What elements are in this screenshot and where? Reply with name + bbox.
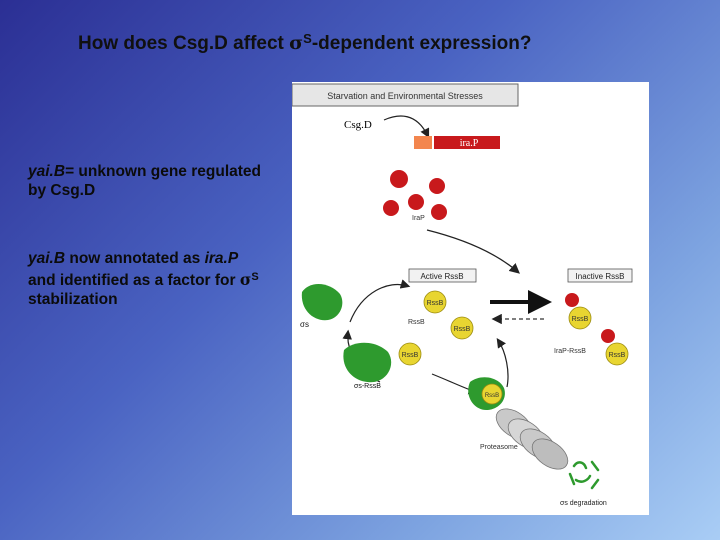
stress-header-label: Starvation and Environmental Stresses <box>327 91 483 101</box>
sigma-rssb-complex-green <box>343 342 392 383</box>
irap-gene-box <box>434 136 500 149</box>
irap-protein-cluster <box>383 170 447 220</box>
irap-rssb-label: IraP-RssB <box>554 348 586 355</box>
inactive-rssb-label: Inactive RssB <box>576 272 625 281</box>
rssb-blob-label-3: RssB <box>572 316 589 323</box>
csgd-label: Csg.D <box>344 119 372 131</box>
irap-gene-label: ira.P <box>460 138 479 149</box>
sigma-s-protein <box>301 283 343 321</box>
sigma-rssb-label: σs-RssB <box>354 383 381 390</box>
active-rssb-box <box>408 268 477 283</box>
rssb-blob-label-4: RssB <box>609 352 626 359</box>
rssb-recycle-arrow <box>496 338 509 388</box>
sigma-degradation-fragments <box>568 460 600 490</box>
stress-header-box <box>292 83 519 107</box>
sigma-s-label: σs <box>300 320 309 329</box>
paragraph-yaib-annotated: yai.B now annotated as ira.P and identif… <box>28 250 259 308</box>
irap-label: IraP <box>412 215 425 222</box>
rssb-blob-label-5: RssB <box>402 352 419 359</box>
irap-binding-arrow <box>426 229 520 274</box>
pathway-figure: Starvation and Environmental Stresses Cs… <box>292 82 649 515</box>
rssb-label: RssB <box>408 319 425 326</box>
inactive-rssb-box <box>567 268 633 283</box>
rssb-blob-label-1: RssB <box>427 300 444 307</box>
irap-rssb-complex-cluster <box>565 293 629 366</box>
sigma-rssb-complex-yellow <box>398 342 422 366</box>
promoter-box <box>414 136 432 149</box>
active-rssb-label: Active RssB <box>420 272 463 281</box>
pathway-diagram: Starvation and Environmental Stresses Cs… <box>292 83 633 507</box>
sigma-symbol: σ <box>289 32 304 54</box>
paragraph-yaib-unknown: yai.B= unknown gene regulated by Csg.D <box>28 163 261 199</box>
proteasome-complex <box>468 377 569 470</box>
csgd-arrow <box>383 115 430 139</box>
active-rssb-cluster <box>423 290 474 340</box>
rssb-blob-label-6: RssB <box>485 393 499 399</box>
proteasome-label: Proteasome <box>480 444 518 451</box>
rssb-blob-label-2: RssB <box>454 326 471 333</box>
slide-title: How does Csg.D affect σS-dependent expre… <box>78 31 532 54</box>
degradation-label: σs degradation <box>560 500 607 507</box>
sigma-binding-arrow <box>349 279 411 323</box>
